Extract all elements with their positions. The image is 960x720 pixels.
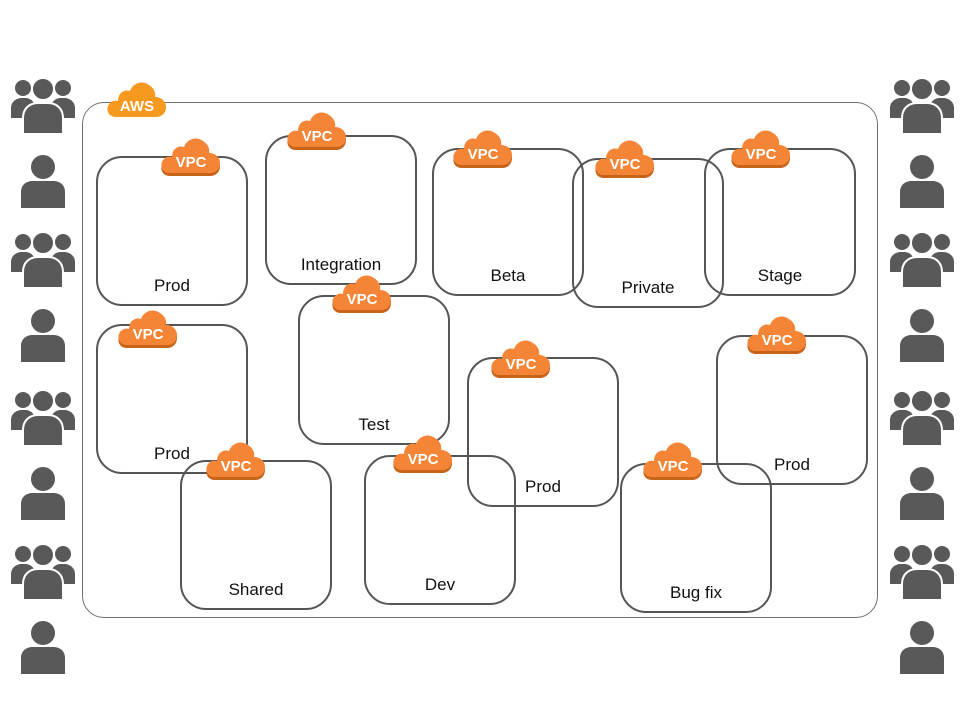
vpc-box-beta: Beta [432, 148, 584, 296]
vpc-label: Prod [154, 276, 190, 295]
vpc-box-prod: Prod [96, 324, 248, 474]
vpc-label: Test [358, 415, 390, 434]
vpc-badge-label: VPC [221, 458, 252, 475]
user-icon [18, 154, 68, 208]
vpc-badge-label: VPC [658, 458, 689, 475]
vpc-badge-label: VPC [610, 156, 641, 173]
vpc-cloud-icon: VPC [117, 306, 181, 350]
users-group-icon [11, 74, 75, 134]
vpc-box-shared: Shared [180, 460, 332, 610]
vpc-box-prod: Prod [96, 156, 248, 306]
vpc-cloud-icon: VPC [642, 438, 706, 482]
vpc-label: Shared [228, 580, 284, 599]
user-icon [18, 308, 68, 362]
vpc-label: Beta [490, 266, 526, 285]
vpc-box-integration: Integration [265, 135, 417, 285]
aws-account-boundary [82, 102, 878, 618]
vpc-box-stage: Stage [704, 148, 856, 296]
users-group-icon [890, 386, 954, 446]
users-group-icon [890, 74, 954, 134]
user-icon [18, 466, 68, 520]
users-group-icon [11, 228, 75, 288]
vpc-label: Prod [774, 455, 810, 474]
aws-cloud-icon: AWS [106, 78, 170, 120]
vpc-badge-label: VPC [746, 146, 777, 163]
vpc-badge-label: VPC [468, 146, 499, 163]
vpc-badge-label: VPC [506, 356, 537, 373]
vpc-cloud-icon: VPC [392, 431, 456, 475]
vpc-cloud-icon: VPC [730, 126, 794, 170]
aws-label: AWS [120, 98, 154, 115]
vpc-cloud-icon: VPC [160, 134, 224, 178]
vpc-cloud-icon: VPC [594, 136, 658, 180]
vpc-badge-label: VPC [302, 128, 333, 145]
vpc-label: Prod [525, 477, 561, 496]
users-group-icon [890, 540, 954, 600]
vpc-label: Integration [300, 255, 382, 274]
vpc-cloud-icon: VPC [205, 438, 269, 482]
vpc-box-bug-fix: Bug fix [620, 463, 772, 613]
vpc-label: Dev [424, 575, 456, 594]
vpc-cloud-icon: VPC [452, 126, 516, 170]
vpc-cloud-icon: VPC [490, 336, 554, 380]
users-group-icon [890, 228, 954, 288]
vpc-badge-label: VPC [408, 451, 439, 468]
user-icon [897, 308, 947, 362]
vpc-label: Stage [757, 266, 803, 285]
vpc-label: Prod [154, 444, 190, 463]
users-group-icon [11, 386, 75, 446]
vpc-box-test: Test [298, 295, 450, 445]
vpc-label: Private [621, 278, 675, 297]
user-icon [897, 466, 947, 520]
vpc-cloud-icon: VPC [331, 271, 395, 315]
vpc-cloud-icon: VPC [286, 108, 350, 152]
vpc-box-dev: Dev [364, 455, 516, 605]
user-icon [897, 620, 947, 674]
vpc-box-private: Private [572, 158, 724, 308]
vpc-cloud-icon: VPC [746, 312, 810, 356]
user-icon [897, 154, 947, 208]
vpc-label: Bug fix [670, 583, 722, 602]
vpc-badge-label: VPC [133, 326, 164, 343]
vpc-badge-label: VPC [347, 291, 378, 308]
vpc-badge-label: VPC [176, 154, 207, 171]
user-icon [18, 620, 68, 674]
vpc-badge-label: VPC [762, 332, 793, 349]
users-group-icon [11, 540, 75, 600]
